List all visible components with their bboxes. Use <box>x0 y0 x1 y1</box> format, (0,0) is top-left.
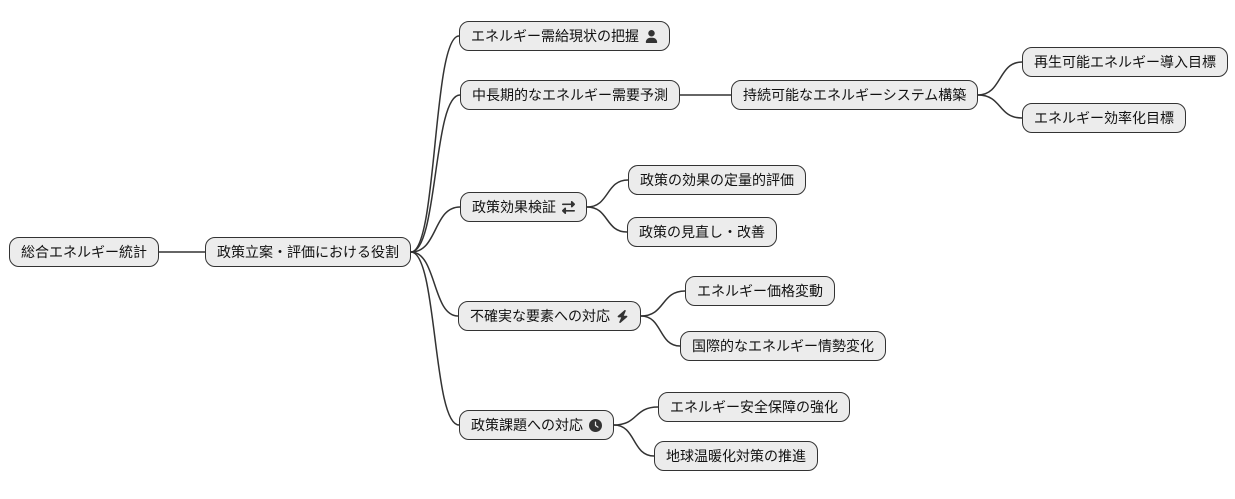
node-label: 政策効果検証 <box>472 199 556 215</box>
node-policy-issues-response: 政策課題への対応 <box>459 410 614 440</box>
node-label: 政策の効果の定量的評価 <box>640 172 794 188</box>
user-icon <box>645 29 658 43</box>
node-renewable-energy-target: 再生可能エネルギー導入目標 <box>1022 47 1228 77</box>
node-label: 政策立案・評価における役割 <box>217 244 399 260</box>
node-label: 中長期的なエネルギー需要予測 <box>472 87 668 103</box>
node-quantitative-evaluation: 政策の効果の定量的評価 <box>628 165 806 195</box>
node-label: エネルギー効率化目標 <box>1034 110 1174 126</box>
node-label: 持続可能なエネルギーシステム構築 <box>743 87 967 103</box>
clock-icon <box>589 418 602 432</box>
node-uncertainty-response: 不確実な要素への対応 <box>458 301 641 331</box>
node-label: 不確実な要素への対応 <box>470 308 610 324</box>
node-label: エネルギー安全保障の強化 <box>670 399 838 415</box>
node-global-warming-countermeasures: 地球温暖化対策の推進 <box>654 441 818 471</box>
node-supply-demand-status: エネルギー需給現状の把握 <box>459 21 670 51</box>
node-policy-role: 政策立案・評価における役割 <box>205 237 411 267</box>
node-policy-effect-verification: 政策効果検証 <box>460 192 587 222</box>
node-policy-review-improvement: 政策の見直し・改善 <box>627 217 777 247</box>
node-label: 再生可能エネルギー導入目標 <box>1034 54 1216 70</box>
node-energy-efficiency-target: エネルギー効率化目標 <box>1022 103 1186 133</box>
node-label: 政策の見直し・改善 <box>639 224 765 240</box>
node-energy-security: エネルギー安全保障の強化 <box>658 392 850 422</box>
node-energy-price-fluctuation: エネルギー価格変動 <box>685 276 835 306</box>
node-label: エネルギー需給現状の把握 <box>471 28 639 44</box>
node-energy-demand-forecast: 中長期的なエネルギー需要予測 <box>460 80 680 110</box>
node-sustainable-energy-system: 持続可能なエネルギーシステム構築 <box>731 80 979 110</box>
node-label: 地球温暖化対策の推進 <box>666 448 806 464</box>
node-label: 総合エネルギー統計 <box>21 244 147 260</box>
node-international-energy-situation: 国際的なエネルギー情勢変化 <box>680 331 886 361</box>
node-label: 政策課題への対応 <box>471 417 583 433</box>
exchange-icon <box>562 200 575 214</box>
node-label: エネルギー価格変動 <box>697 283 823 299</box>
node-label: 国際的なエネルギー情勢変化 <box>692 338 874 354</box>
node-root-energy-statistics: 総合エネルギー統計 <box>9 237 159 267</box>
bolt-icon <box>616 309 629 323</box>
